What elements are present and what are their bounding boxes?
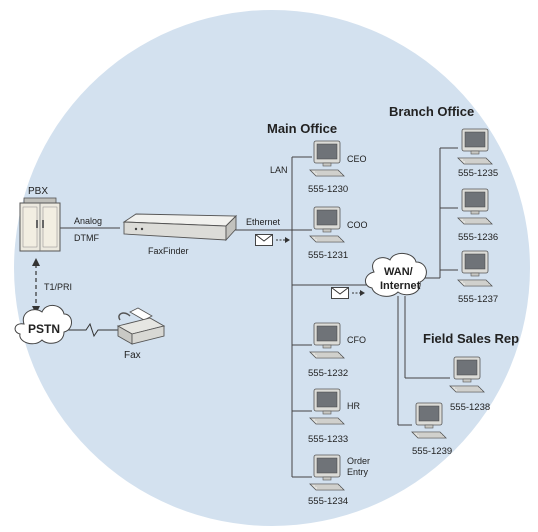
hr-role: HR [347,401,360,411]
cfo-role: CFO [347,335,366,345]
computer-icon-cfo [309,322,345,359]
computer-icon-branch-3 [457,250,493,287]
pstn-fax-line [68,322,118,338]
pstn-cloud [14,305,72,345]
computer-icon-coo [309,206,345,243]
faxfinder-device [122,213,238,242]
coo-role: COO [347,220,368,230]
ceo-ext: 555-1230 [308,184,348,195]
lan-label: LAN [270,165,288,175]
computer-icon-branch-1 [457,128,493,165]
branch1-ext: 555-1235 [458,168,498,179]
branch-office-heading: Branch Office [389,104,474,119]
order-role-line2: Entry [347,467,369,477]
pstn-label: PSTN [28,322,60,336]
ethernet-label: Ethernet [246,217,281,227]
order-role-line1: Order [347,456,370,466]
computer-icon-order-entry [309,454,345,491]
wan-internet-cloud [365,253,427,297]
wan-label-line2: Internet [380,280,421,292]
analog-label: Analog [74,216,102,226]
cfo-ext: 555-1232 [308,368,348,379]
background-circle [14,10,530,526]
fax-machine [116,307,166,345]
computer-icon-hr [309,388,345,425]
computer-icon-field-2 [411,402,447,439]
dtmf-label: DTMF [74,233,99,243]
t1pri-label: T1/PRI [44,282,72,292]
coo-ext: 555-1231 [308,250,348,261]
connection-lines [58,147,458,478]
branch3-ext: 555-1237 [458,294,498,305]
ceo-role: CEO [347,154,367,164]
fax-label: Fax [124,350,141,361]
pbx-cabinet [19,197,61,252]
computer-icon-field-1 [449,356,485,393]
field1-ext: 555-1238 [450,402,490,413]
computer-icon-branch-2 [457,188,493,225]
wan-label-line1: WAN/ [384,266,413,278]
pbx-label: PBX [28,186,48,197]
envelope-icon-wan [331,287,365,299]
order-ext: 555-1234 [308,496,348,507]
field-sales-heading: Field Sales Rep [423,331,519,346]
computer-icon-ceo [309,140,345,177]
main-office-heading: Main Office [267,121,337,136]
envelope-icon-ethernet [255,234,290,246]
hr-ext: 555-1233 [308,434,348,445]
faxfinder-label: FaxFinder [148,246,189,256]
branch2-ext: 555-1236 [458,232,498,243]
field2-ext: 555-1239 [412,446,452,457]
